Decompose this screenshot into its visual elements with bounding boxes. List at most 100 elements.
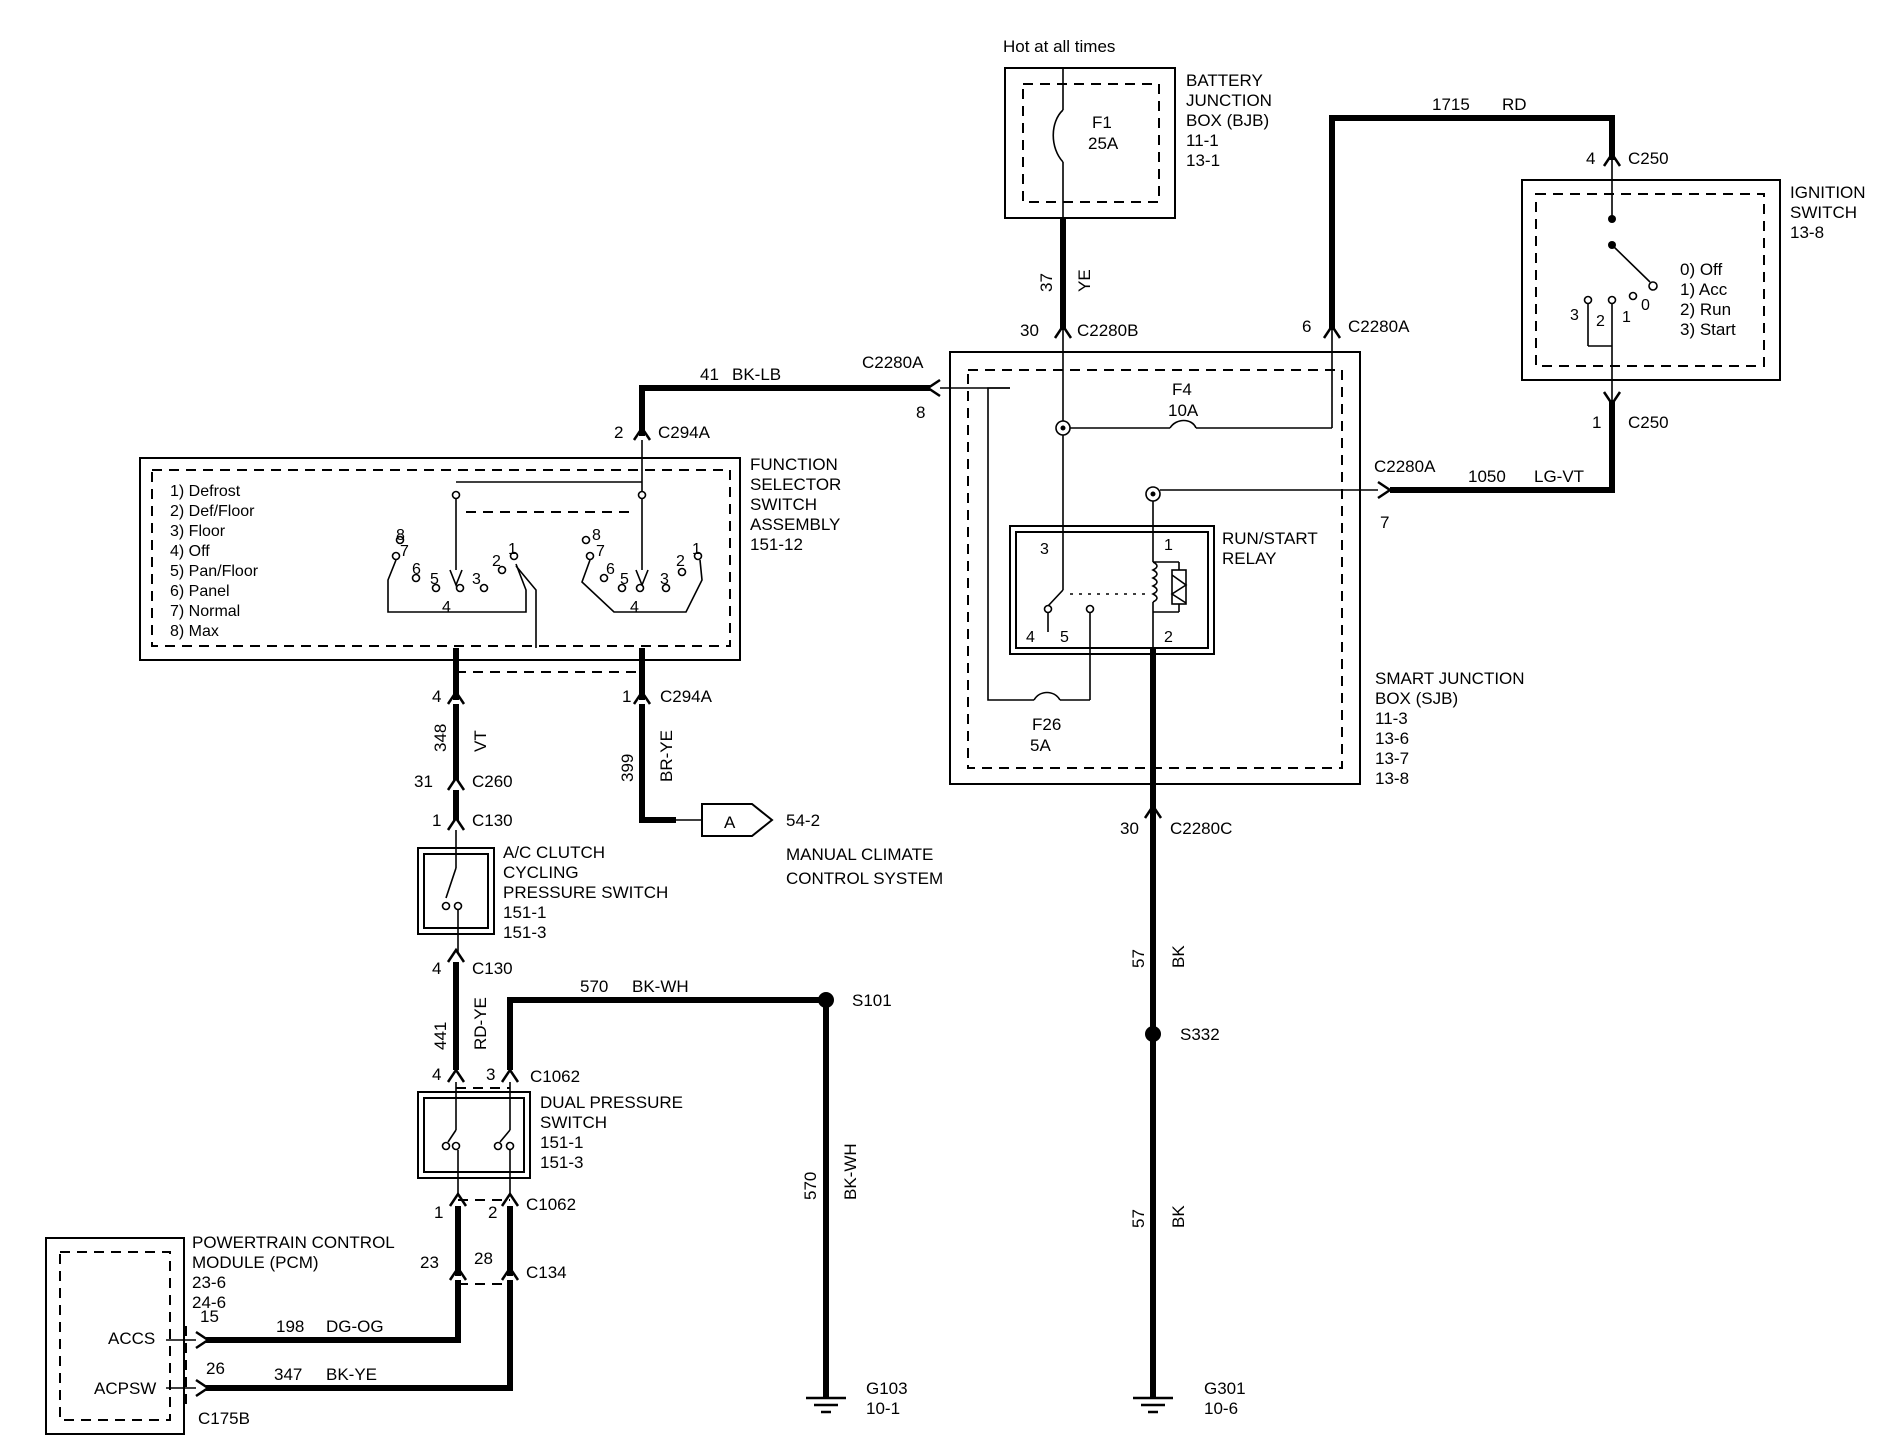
selector-title3-label: SWITCH [750, 495, 817, 514]
ignition-t3-label: 3 [1570, 307, 1579, 324]
wire-37-color: YE [1075, 269, 1094, 292]
wire-37-number: 37 [1037, 273, 1056, 292]
manual-title1-label: MANUAL CLIMATE [786, 845, 933, 864]
connector-c2280a-left: C2280A [862, 353, 924, 372]
wire-1715-color: RD [1502, 95, 1527, 114]
connectors-c260-pin-label: 31 [414, 772, 433, 791]
bjb-title1-label: BATTERY [1186, 71, 1263, 90]
sjb-title1-label: SMART JUNCTION [1375, 669, 1525, 688]
selector-l7-label: 7 [596, 543, 605, 560]
run-start-relay: RUN/START RELAY 3 1 2 4 5 [1009, 525, 1318, 655]
bjb-title3-label: BOX (BJB) [1186, 111, 1269, 130]
selector-title2-label: SELECTOR [750, 475, 841, 494]
connectors-c1062-top-pin3-label: 3 [486, 1065, 495, 1084]
pcm-title2-label: MODULE (PCM) [192, 1253, 319, 1272]
selector-modes-6-label: 7) Normal [170, 603, 240, 620]
connector-c2280b: C2280B [1077, 321, 1138, 340]
fuse-f4-icon [1169, 419, 1197, 429]
selector-l4-label: 4 [442, 599, 451, 616]
connectors-c2280a-right-pin-label: 7 [1380, 513, 1389, 532]
manual-tag-label: A [724, 813, 736, 832]
relay-title2-label: RELAY [1222, 549, 1277, 568]
wire-1050-number: 1050 [1468, 467, 1506, 486]
connector-c250-bottom: C250 [1628, 413, 1669, 432]
connectors-c134-pin23-label: 23 [420, 1253, 439, 1272]
connectors-c250-bot-pin-label: 1 [1592, 413, 1601, 432]
connector-c2280c: C2280C [1170, 819, 1232, 838]
selector-l6-label: 6 [412, 561, 421, 578]
dual-title2-label: SWITCH [540, 1113, 607, 1132]
selector-l2-label: 2 [492, 553, 501, 570]
connector-c1062-top: C1062 [530, 1067, 580, 1086]
connectors-c130-top-pin-label: 1 [432, 811, 441, 830]
connectors-c294a-top-pin-label: 2 [614, 423, 623, 442]
pcm-acpsw-label: ACPSW [94, 1379, 156, 1398]
wire-399-number: 399 [618, 754, 637, 782]
connectors-c2280c-pin-label: 30 [1120, 819, 1139, 838]
ignition-title2-label: SWITCH [1790, 203, 1857, 222]
selector-l3-label: 3 [472, 571, 481, 588]
relay-coil-icon [1151, 561, 1158, 603]
dual-ref1-label: 151-1 [540, 1133, 583, 1152]
relay-p3-label: 3 [1040, 541, 1049, 558]
wire-441-number: 441 [431, 1022, 450, 1050]
connector-c260: C260 [472, 772, 513, 791]
sjb-ref4-label: 13-8 [1375, 769, 1409, 788]
bjb-title2-label: JUNCTION [1186, 91, 1272, 110]
sjb-f26-name-label: F26 [1032, 715, 1061, 734]
grounds-g301-label: G301 [1204, 1379, 1246, 1398]
selector-l2-label: 2 [676, 553, 685, 570]
bjb-ref2-label: 13-1 [1186, 151, 1220, 170]
bjb-ref1-label: 11-1 [1186, 131, 1219, 150]
selector-modes-1-label: 2) Def/Floor [170, 503, 255, 520]
wire-348-color: VT [471, 730, 490, 752]
connector-c130-bottom: C130 [472, 959, 513, 978]
ground-g103-icon [806, 1396, 846, 1414]
wire-570-top-color: BK-WH [632, 977, 689, 996]
wire-57-bottom-number: 57 [1129, 1209, 1148, 1228]
pcm-pin26-label: 26 [206, 1359, 225, 1378]
splice-s332-label: S332 [1180, 1025, 1220, 1044]
connector-c2280a-right: C2280A [1374, 457, 1436, 476]
selector-l4-label: 4 [630, 599, 639, 616]
relay-title1-label: RUN/START [1222, 529, 1318, 548]
ground-g301-icon [1133, 1396, 1173, 1414]
dual-ref2-label: 151-3 [540, 1153, 583, 1172]
splice-s101-label: S101 [852, 991, 892, 1010]
connector-c134: C134 [526, 1263, 567, 1282]
connectors-c1062-bot-pin1-label: 1 [434, 1203, 443, 1222]
pcm-connector-label: C175B [198, 1409, 250, 1428]
ignition-ref-label: 13-8 [1790, 223, 1824, 242]
connectors-c1062-bot-pin2-label: 2 [488, 1203, 497, 1222]
wire-570-top-number: 570 [580, 977, 608, 996]
selector-modes-7-label: 8) Max [170, 623, 219, 640]
selector-l5-label: 5 [620, 571, 629, 588]
connectors-sel-pin4-label: 4 [432, 687, 441, 706]
wire-347-color: BK-YE [326, 1365, 377, 1384]
powertrain-control-module: ACCS ACPSW POWERTRAIN CONTROL MODULE (PC… [45, 1233, 395, 1435]
selector-modes-3-label: 4) Off [170, 543, 210, 560]
connectors-c1062-top-pin4-label: 4 [432, 1065, 441, 1084]
selector-ref-label: 151-12 [750, 535, 803, 554]
selector-title1-label: FUNCTION [750, 455, 838, 474]
sjb-f4-name-label: F4 [1172, 380, 1192, 399]
connector-c294a-top: C294A [658, 423, 711, 442]
acclutch-title2-label: CYCLING [503, 863, 579, 882]
relay-p1-label: 1 [1164, 537, 1173, 554]
connectors-c250-top-pin-label: 4 [1586, 149, 1595, 168]
wire-1715-number: 1715 [1432, 95, 1470, 114]
ignition-pos0-label: 0) Off [1680, 260, 1722, 279]
selector-modes-0-label: 1) Defrost [170, 483, 241, 500]
wire-348-number: 348 [431, 724, 450, 752]
wire-41-color: BK-LB [732, 365, 781, 384]
ignition-switch: IGNITION SWITCH 13-8 0) Off 1) Acc 2) Ru… [1521, 179, 1866, 400]
battery-junction-box: F1 25A BATTERY JUNCTION BOX (BJB) 11-1 1… [1004, 67, 1272, 219]
manual-ref-label: 54-2 [786, 811, 820, 830]
selector-modes-4-label: 5) Pan/Floor [170, 563, 259, 580]
ignition-t2-label: 2 [1596, 313, 1605, 330]
wire-57-top-color: BK [1169, 945, 1188, 968]
fuse-f26-icon [1033, 691, 1061, 701]
pcm-ref1-label: 23-6 [192, 1273, 226, 1292]
hot-at-all-times-label: Hot at all times [1003, 37, 1115, 56]
